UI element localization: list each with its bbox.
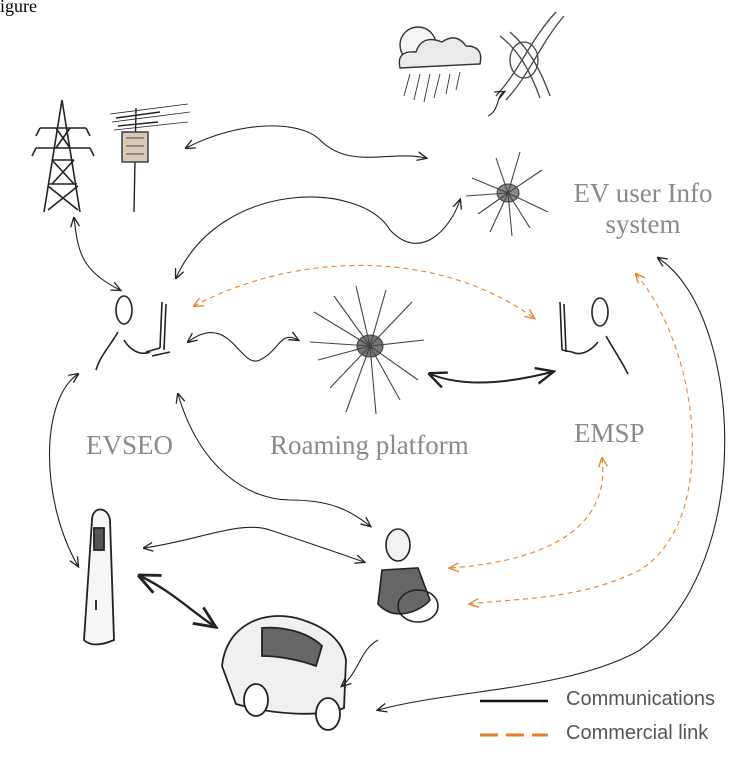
electric-car-icon bbox=[221, 615, 347, 731]
evseo-person-icon bbox=[95, 295, 171, 371]
comm-evseo-to-driver bbox=[178, 394, 370, 526]
comm-grid-to-info bbox=[186, 125, 426, 158]
label-ev-user-info: EV user Info system bbox=[558, 178, 728, 240]
legend-communications-label: Communications bbox=[566, 688, 715, 710]
commercial-links bbox=[194, 264, 693, 604]
legend-commercial-label: Commercial link bbox=[566, 722, 709, 744]
info-system-hub-icon bbox=[465, 151, 549, 237]
comm-evseo-to-station bbox=[49, 374, 79, 566]
comm-evseo-to-roaming bbox=[188, 333, 298, 362]
weather-icon bbox=[398, 26, 482, 103]
label-ev-user-info-line1: EV user Info bbox=[573, 178, 713, 208]
label-roaming-platform: Roaming platform bbox=[270, 430, 469, 460]
commercial-evseo-to-emsp bbox=[194, 264, 534, 318]
driver-person-icon bbox=[377, 528, 439, 623]
comm-driver-to-car bbox=[342, 639, 379, 686]
emsp-person-icon bbox=[559, 297, 629, 375]
comm-weather-to-hub bbox=[487, 92, 504, 117]
comm-station-to-driver bbox=[144, 526, 364, 562]
utility-pole-icon bbox=[109, 103, 191, 213]
figure-caption-fragment: igure bbox=[0, 0, 37, 16]
comm-info-to-car bbox=[378, 258, 726, 710]
comm-station-to-car bbox=[140, 576, 214, 626]
label-emsp: EMSP bbox=[574, 418, 645, 448]
roaming-hub-icon bbox=[309, 285, 425, 415]
label-evseo: EVSEO bbox=[86, 430, 173, 460]
transmission-tower-icon bbox=[31, 99, 95, 213]
highway-interchange-icon bbox=[495, 11, 565, 101]
commercial-emsp-to-driver bbox=[450, 458, 603, 568]
comm-evseo-to-info bbox=[176, 196, 460, 278]
label-ev-user-info-line2: system bbox=[605, 209, 681, 240]
charging-station-icon bbox=[83, 508, 115, 646]
comm-roaming-to-emsp bbox=[430, 372, 552, 383]
comm-grid-to-evseo bbox=[74, 218, 120, 290]
